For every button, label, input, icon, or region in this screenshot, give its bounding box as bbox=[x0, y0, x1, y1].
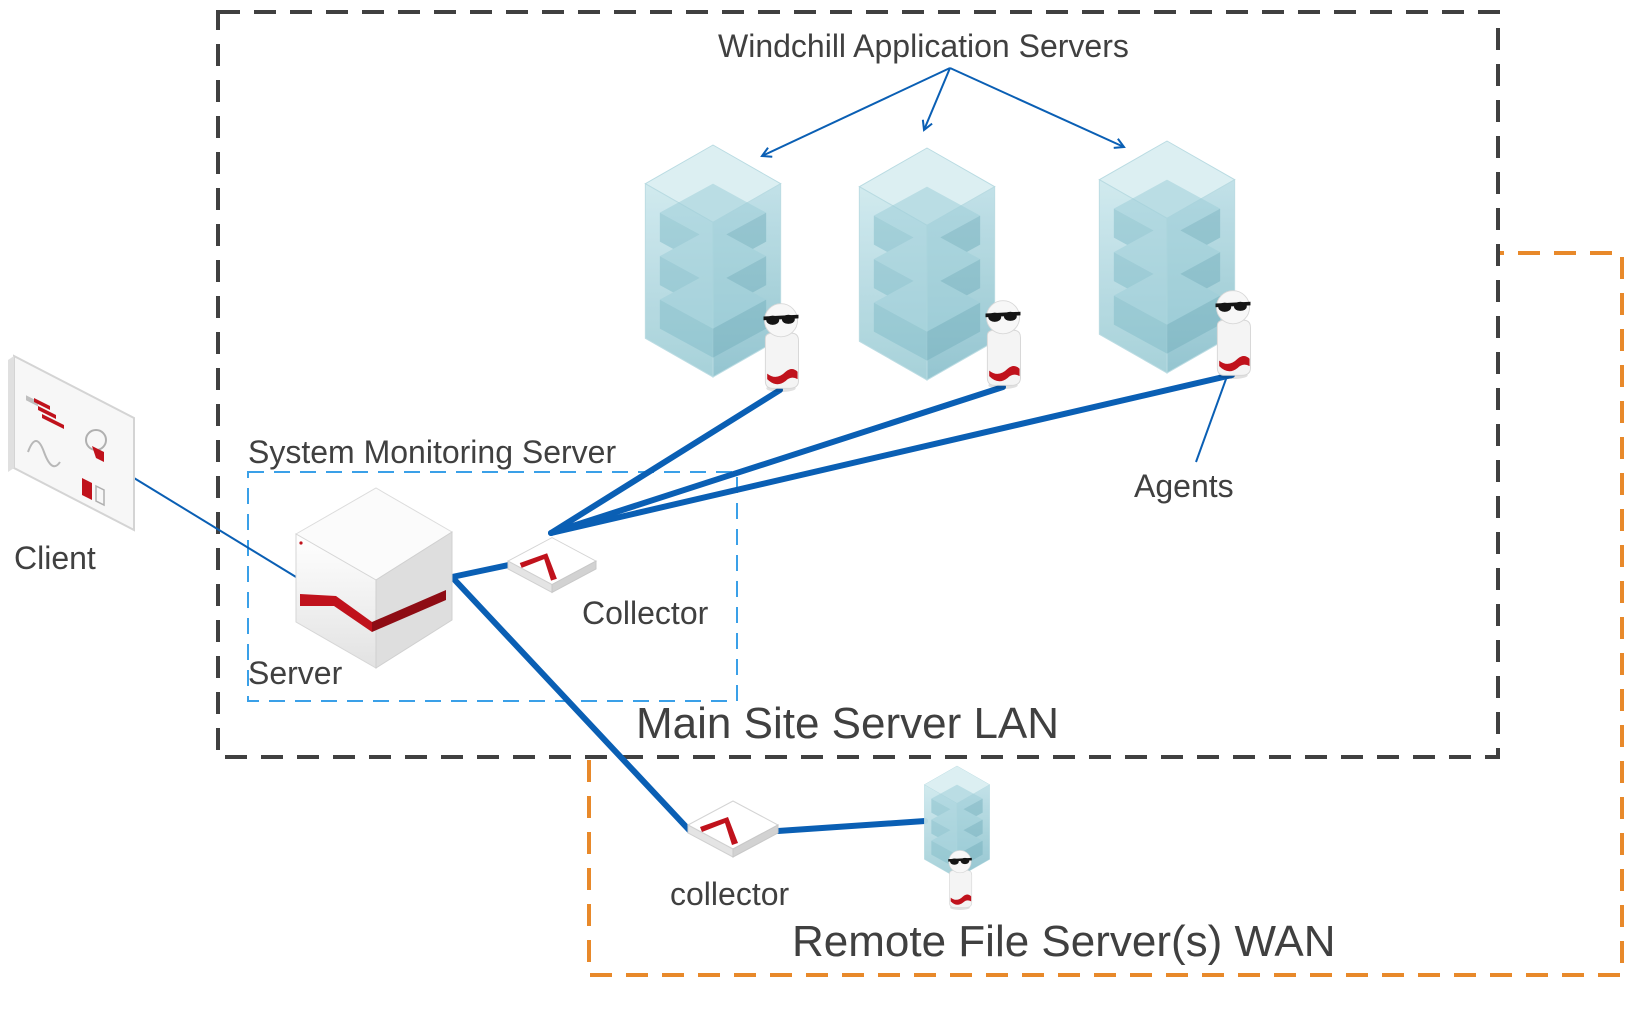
app-server-3 bbox=[1098, 140, 1236, 374]
agent-2 bbox=[985, 300, 1021, 390]
app-servers-label: Windchill Application Servers bbox=[718, 28, 1129, 64]
remote-collector-device bbox=[687, 800, 779, 858]
app-server-1 bbox=[644, 144, 782, 378]
agent-1 bbox=[763, 303, 799, 393]
remote-collector-label: collector bbox=[670, 876, 790, 912]
agents-label: Agents bbox=[1134, 468, 1234, 504]
collector-label: Collector bbox=[582, 595, 709, 631]
app-server-2 bbox=[858, 147, 996, 381]
remote-wan-boundary bbox=[587, 251, 1624, 977]
collector-device bbox=[507, 537, 597, 593]
client-label: Client bbox=[14, 540, 96, 576]
thick-connections bbox=[449, 372, 1235, 834]
remote-agent bbox=[947, 850, 973, 911]
system-monitoring-label: System Monitoring Server bbox=[248, 434, 617, 470]
client-connection-line bbox=[133, 477, 297, 578]
monitoring-server-box bbox=[294, 487, 453, 669]
main-lan-boundary bbox=[216, 10, 1500, 759]
remote-wan-label: Remote File Server(s) WAN bbox=[792, 917, 1336, 966]
client-device bbox=[8, 354, 135, 532]
server-label: Server bbox=[248, 655, 343, 691]
agents-arrow bbox=[1195, 368, 1230, 463]
system-monitoring-boundary bbox=[247, 471, 738, 702]
main-lan-label: Main Site Server LAN bbox=[636, 699, 1060, 748]
agent-3 bbox=[1215, 290, 1251, 380]
app-server-arrows bbox=[762, 67, 1124, 156]
